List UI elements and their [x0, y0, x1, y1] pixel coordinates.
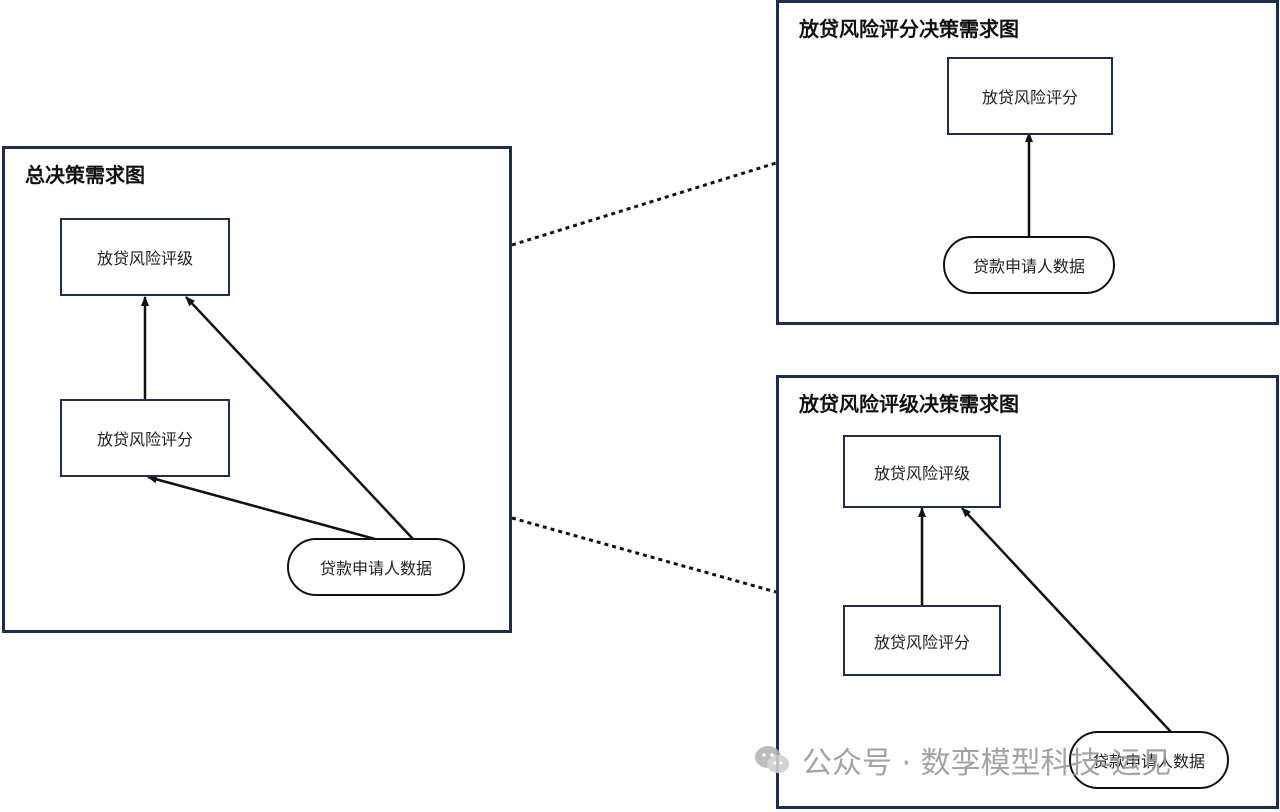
- watermark: 公众号 · 数孪模型科技-运见: [752, 738, 1171, 782]
- overall-data-node: 贷款申请人数据: [287, 538, 465, 596]
- score-panel-score-node: 放贷风险评分: [947, 57, 1113, 135]
- overall-panel-title: 总决策需求图: [25, 163, 145, 187]
- connector-to-score-panel: [511, 161, 777, 247]
- overall-decision-panel: 总决策需求图 放贷风险评级 放贷风险评分 贷款申请人数据: [2, 146, 512, 633]
- connector-to-rating-panel: [511, 516, 777, 594]
- score-decision-panel: 放贷风险评分决策需求图 放贷风险评分 贷款申请人数据: [776, 0, 1279, 325]
- overall-rating-node: 放贷风险评级: [60, 218, 230, 296]
- rating-panel-score-node: 放贷风险评分: [843, 605, 1001, 676]
- score-panel-title: 放贷风险评分决策需求图: [799, 17, 1019, 41]
- rating-decision-panel: 放贷风险评级决策需求图 放贷风险评级 放贷风险评分 贷款申请人数据: [776, 375, 1279, 809]
- watermark-text: 公众号 · 数孪模型科技-运见: [802, 746, 1172, 781]
- wechat-icon: [755, 746, 789, 773]
- rating-panel-title: 放贷风险评级决策需求图: [799, 392, 1019, 416]
- rating-panel-data-node: 贷款申请人数据: [1069, 731, 1229, 789]
- rating-panel-rating-node: 放贷风险评级: [843, 435, 1001, 508]
- overall-score-node: 放贷风险评分: [60, 399, 230, 477]
- edge-data-to-score: [147, 475, 376, 541]
- score-panel-data-node: 贷款申请人数据: [943, 236, 1115, 294]
